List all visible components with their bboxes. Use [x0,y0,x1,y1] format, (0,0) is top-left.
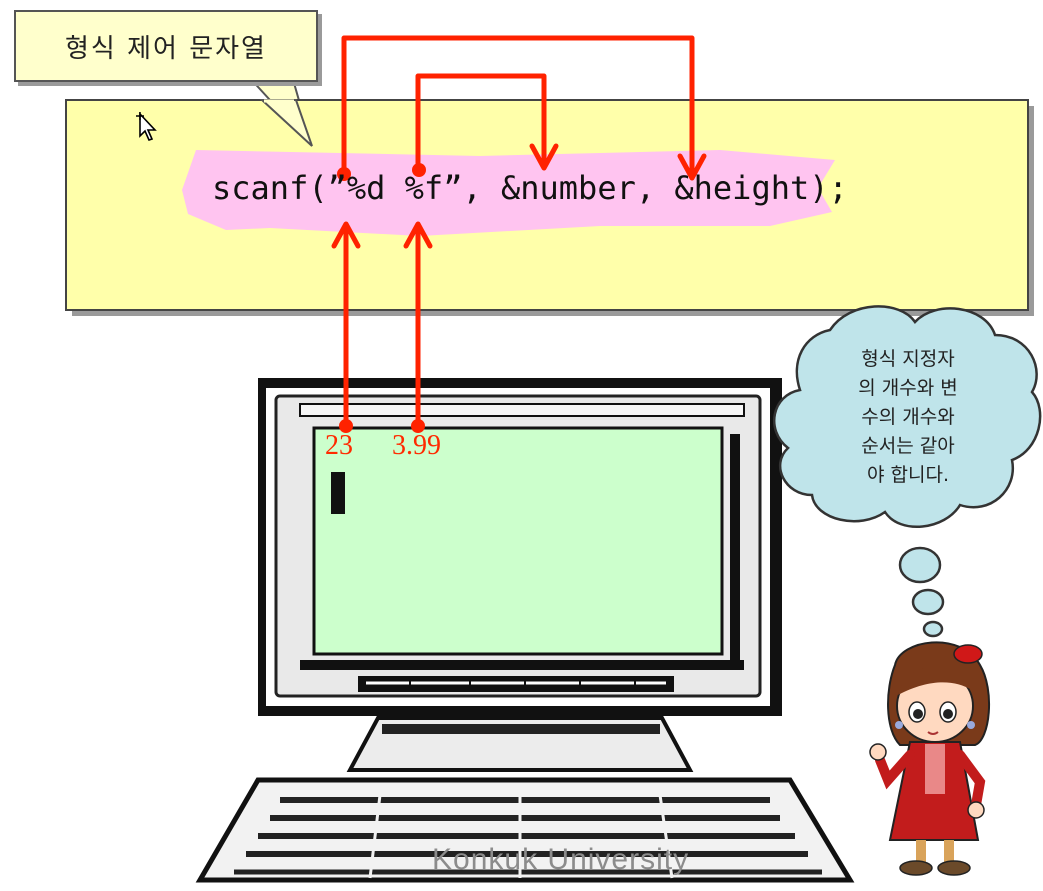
thought-line-2: 의 개수와 변 [798,374,1018,403]
console-value-399: 3.99 [392,430,441,462]
callout-label: 형식 제어 문자열 [16,12,316,80]
text-cursor [331,472,345,514]
thought-line-1: 형식 지정자 [798,345,1018,374]
thought-line-4: 순서는 같아 [798,432,1018,461]
console-value-23: 23 [325,430,353,462]
thought-bubble-text: 형식 지정자 의 개수와 변 수의 개수와 순서는 같아 야 합니다. [798,345,1018,490]
watermark-text: Konkuk University [432,843,689,877]
girl-character-icon [870,642,989,875]
thought-line-5: 야 합니다. [798,461,1018,490]
thought-line-3: 수의 개수와 [798,403,1018,432]
scanf-code-line: scanf(”%d %f”, &number, &height); [212,169,848,207]
console-screen [314,428,722,654]
format-string-callout: 형식 제어 문자열 [14,10,318,82]
